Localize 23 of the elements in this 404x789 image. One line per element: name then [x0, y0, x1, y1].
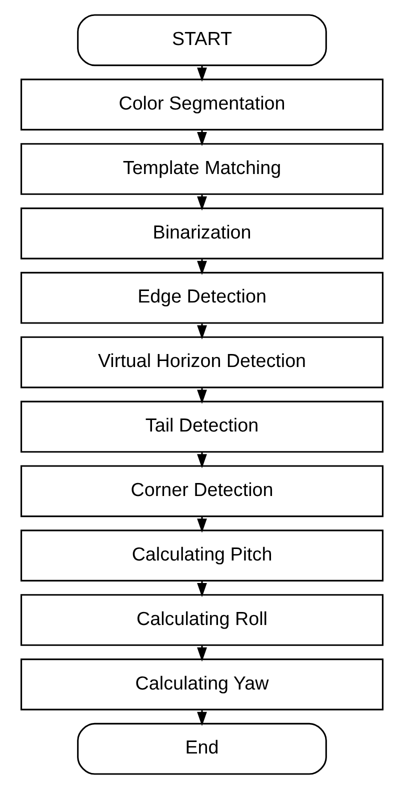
node-box: Corner Detection	[20, 465, 384, 518]
node-box: Calculating Roll	[20, 594, 384, 646]
arrow	[197, 130, 207, 146]
arrow	[197, 324, 207, 340]
arrow	[197, 516, 207, 533]
arrow	[197, 388, 207, 404]
node-box: Virtual Horizon Detection	[20, 336, 384, 388]
arrow	[197, 710, 207, 726]
node-box: Template Matching	[20, 143, 384, 195]
node-box: START	[77, 14, 327, 66]
arrow	[197, 66, 207, 82]
arrow	[197, 452, 207, 468]
node-box: End	[77, 722, 327, 775]
arrow	[197, 646, 207, 662]
arrow	[197, 259, 207, 276]
node-box: Edge Detection	[20, 272, 384, 324]
arrow	[197, 194, 207, 211]
node-box: Binarization	[20, 208, 384, 260]
node-box: Calculating Pitch	[20, 530, 384, 582]
arrow	[197, 581, 207, 598]
node-box: Calculating Yaw	[20, 658, 384, 710]
node-box: Color Segmentation	[20, 78, 384, 130]
node-box: Tail Detection	[20, 400, 384, 453]
